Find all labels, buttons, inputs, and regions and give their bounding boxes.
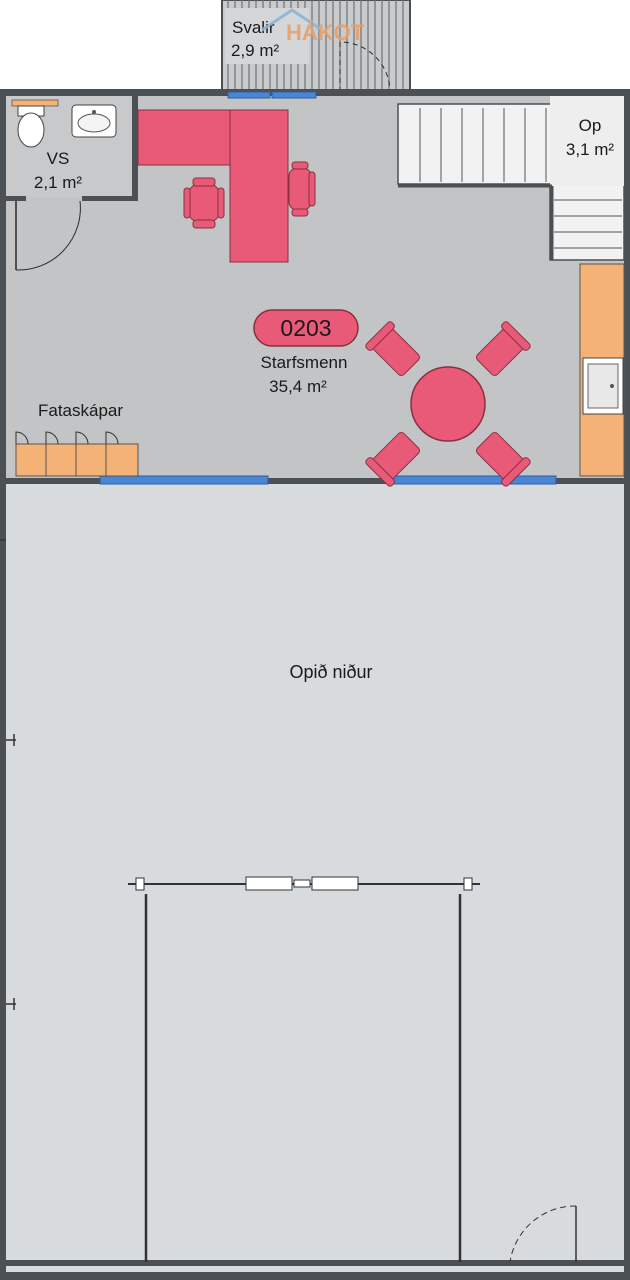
divider-wall — [6, 478, 624, 484]
wall-markers — [0, 539, 16, 1010]
opening-area: 3,1 m² — [566, 140, 615, 159]
sink-icon — [71, 104, 117, 138]
open-below-label: Opið niður — [289, 662, 372, 682]
desk-chair-left — [183, 177, 225, 229]
balcony-area: 2,9 m² — [231, 41, 280, 60]
room-area: 35,4 m² — [269, 377, 327, 396]
wc-area: 2,1 m² — [34, 173, 83, 192]
lower-door — [509, 1205, 577, 1263]
locker-door-swings — [15, 431, 119, 445]
lockers: Fataskápar — [15, 401, 139, 477]
wc-door-swing — [15, 200, 81, 271]
room-number: 0203 — [280, 315, 331, 341]
dining-table — [365, 321, 531, 487]
balcony-label-bg — [225, 8, 309, 64]
windows — [99, 91, 557, 485]
stair-opening: Op 3,1 m² — [397, 96, 625, 261]
balcony: Svalir 2,9 m² — [221, 0, 411, 93]
wc-name: VS — [47, 149, 70, 168]
kitchen-counter — [579, 263, 625, 477]
logo-roof-icon — [261, 8, 323, 32]
balcony-door-swing — [339, 41, 391, 93]
overhead-door-track — [128, 876, 480, 1262]
opening-name: Op — [579, 116, 602, 135]
balcony-name: Svalir — [232, 18, 275, 37]
lower-door-swing — [509, 1205, 577, 1263]
lockers-label: Fataskápar — [38, 401, 123, 420]
hakot-logo: HÁKOT — [261, 8, 365, 45]
desk-chair-right — [288, 161, 316, 217]
toilet-icon — [17, 105, 45, 148]
wc-room: VS 2,1 m² — [6, 96, 138, 271]
wc-shelf — [11, 99, 59, 107]
stair-treads — [419, 108, 622, 249]
round-table — [410, 366, 486, 442]
logo-text: HÁKOT — [286, 20, 365, 45]
office-desk — [137, 109, 289, 263]
room-number-badge — [253, 309, 359, 347]
room-name: Starfsmenn — [261, 353, 348, 372]
